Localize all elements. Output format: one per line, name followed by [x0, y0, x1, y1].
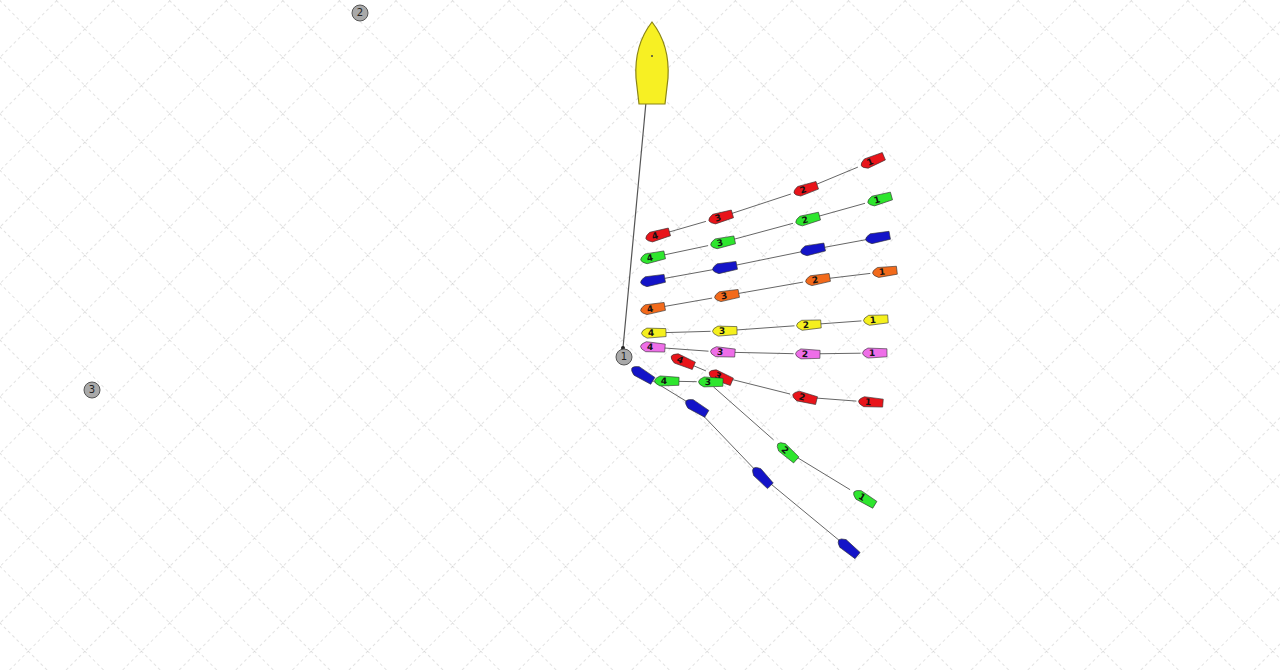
boat-position: 1: [861, 190, 893, 210]
boat-position: 1: [857, 347, 887, 359]
position-number: 1: [857, 347, 887, 359]
position-number: 3: [693, 376, 723, 389]
boat-position: 4: [636, 327, 666, 340]
boat-position: 2: [791, 318, 822, 332]
position-number: 2: [786, 388, 818, 407]
mark-buoy: 1: [615, 348, 633, 366]
boat-position: 4: [664, 349, 696, 372]
position-number: 2: [790, 348, 820, 361]
boat-position: 4: [634, 249, 666, 267]
position-number: 3: [707, 325, 737, 338]
blue-tracks: [629, 230, 890, 559]
track-line: [662, 348, 709, 351]
track-line: [733, 326, 794, 330]
boat-position: 3: [708, 287, 740, 304]
boat-position: 2: [790, 348, 820, 361]
mark-buoy: 3: [83, 381, 101, 399]
track-line: [818, 321, 862, 324]
track-line: [817, 203, 865, 216]
position-number: 1: [866, 264, 897, 279]
boat-position: 2: [770, 436, 800, 465]
position-number: 3: [702, 208, 734, 228]
boat-position: 2: [787, 180, 819, 201]
boat-position: 4: [649, 375, 679, 388]
mark-number: 2: [351, 4, 369, 22]
track-line: [662, 331, 710, 332]
boat-hull: [800, 242, 826, 257]
boat-position: 3: [707, 325, 737, 338]
position-number: 4: [636, 327, 666, 340]
mark-number: 1: [615, 348, 633, 366]
boat-position: 2: [786, 388, 818, 407]
position-number: 2: [791, 318, 822, 332]
track-line: [796, 457, 850, 490]
position-number: 4: [635, 340, 666, 354]
boat-position: 1: [846, 484, 878, 510]
boat-position: 2: [799, 271, 831, 288]
position-number: 3: [708, 287, 740, 304]
boat-position: 3: [702, 208, 734, 228]
track-line: [730, 194, 791, 214]
track-line: [814, 398, 856, 401]
position-number: 4: [639, 226, 671, 246]
committee-boat: [636, 22, 668, 104]
boat-hull: [835, 536, 860, 559]
track-line: [640, 373, 846, 546]
boat-hull: [865, 230, 891, 244]
boat-position: 1: [866, 264, 897, 279]
boat-position: 1: [854, 151, 886, 174]
position-number: 2: [787, 180, 819, 201]
position-number: 2: [770, 436, 800, 465]
mark-number: 3: [83, 381, 101, 399]
boat-position: 4: [635, 340, 666, 354]
boat-position: 4: [639, 226, 671, 246]
committee-boat-dot: [651, 55, 653, 57]
position-number: 4: [634, 249, 666, 267]
track-line: [736, 282, 803, 294]
boat-hull: [712, 260, 738, 274]
position-number: 1: [858, 313, 889, 327]
position-number: 2: [799, 271, 831, 288]
boat-position: 2: [789, 210, 821, 229]
position-number: 3: [705, 345, 736, 359]
mark-buoy: 2: [351, 4, 369, 22]
boat-position: 1: [853, 395, 884, 409]
boat-hull: [683, 397, 709, 418]
position-number: 1: [846, 484, 878, 510]
boat-position: 3: [693, 376, 723, 389]
position-number: 1: [861, 190, 893, 210]
boat-hull: [629, 364, 655, 385]
boat-position: 4: [634, 300, 666, 317]
position-number: 4: [649, 375, 679, 388]
track-line: [732, 352, 794, 353]
track-line: [692, 365, 706, 371]
position-number: 2: [789, 210, 821, 229]
track-line: [650, 238, 875, 281]
track-line: [662, 246, 708, 256]
boat-position: 3: [705, 345, 736, 359]
track-line: [730, 379, 790, 394]
track-line: [667, 221, 706, 232]
boat-hull: [640, 273, 666, 287]
track-line: [732, 223, 793, 240]
track-line: [815, 167, 858, 185]
position-number: 1: [853, 395, 884, 409]
position-number: 4: [664, 349, 696, 372]
boat-position: 3: [704, 234, 736, 252]
boat-hull: [750, 465, 774, 490]
track-line: [662, 298, 712, 307]
boat-position: 1: [858, 313, 889, 327]
track-line: [713, 387, 773, 440]
track-line: [816, 353, 860, 355]
position-number: 4: [634, 300, 666, 317]
position-number: 3: [704, 234, 736, 252]
position-number: 1: [854, 151, 886, 174]
track-line: [827, 273, 870, 278]
